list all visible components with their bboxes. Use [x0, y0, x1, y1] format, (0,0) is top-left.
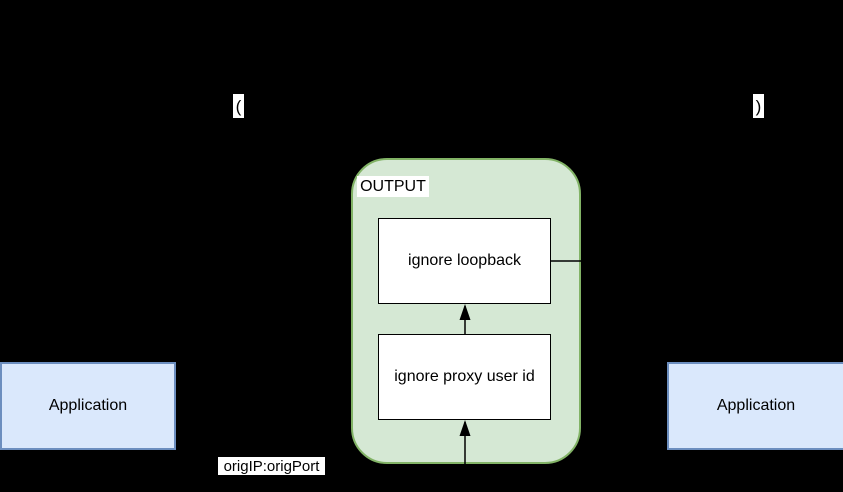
- edge-label-open-paren: (: [233, 94, 244, 118]
- edge-label-close-paren: ): [753, 94, 764, 118]
- application-node-left: Application: [0, 362, 176, 450]
- application-left-label: Application: [48, 397, 128, 414]
- line-loopback-to-application: [551, 260, 754, 352]
- rule-ignore-loopback: ignore loopback: [378, 218, 551, 304]
- rule-ignore-proxy-user-id: ignore proxy user id: [378, 334, 551, 420]
- application-node-right: Application: [667, 362, 843, 450]
- application-right-label: Application: [716, 397, 796, 414]
- output-chain-title: OUTPUT: [357, 176, 429, 197]
- edge-label-orig-endpoint: origIP:origPort: [218, 457, 325, 475]
